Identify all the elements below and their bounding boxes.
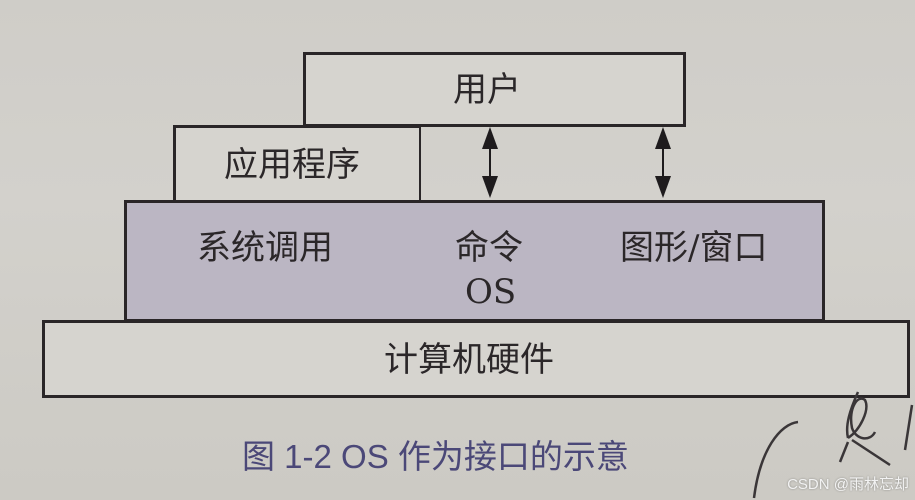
figure-caption: 图 1-2 OS 作为接口的示意 [242,438,629,475]
os-label: OS [465,272,517,312]
handwriting-scribble-icon [752,391,914,499]
watermark: CSDN @雨林忘却 [787,476,909,493]
application-label: 应用程序 [224,145,360,185]
os-layer-box: 系统调用 命令 图形/窗口 OS [124,200,825,322]
application-layer-box: 应用程序 [173,125,421,205]
command-label: 命令 [455,228,523,268]
graphics-window-label: 图形/窗口 [620,228,768,268]
system-call-label: 系统调用 [197,228,333,268]
user-label: 用户 [453,70,521,110]
hardware-layer-box: 计算机硬件 [42,320,910,398]
user-layer-box: 用户 [303,52,686,127]
hardware-label: 计算机硬件 [384,340,554,380]
